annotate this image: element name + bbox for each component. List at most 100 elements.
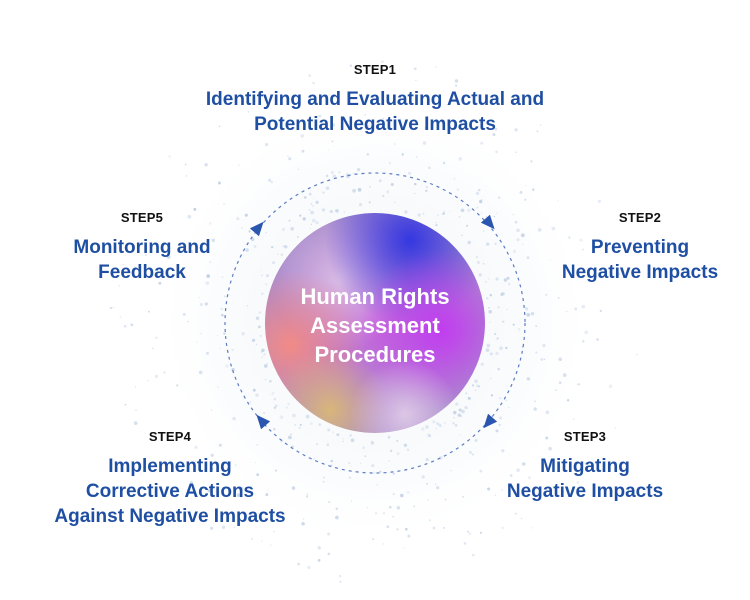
particle-dot — [584, 462, 587, 464]
particle-dot — [261, 274, 263, 277]
particle-dot — [476, 206, 479, 209]
particle-dot — [480, 198, 483, 201]
particle-dot — [129, 274, 131, 276]
particle-dot — [448, 127, 453, 132]
particle-dot — [190, 250, 194, 254]
particle-dot — [236, 493, 241, 497]
particle-dot — [357, 187, 362, 192]
particle-dot — [501, 292, 505, 296]
particle-dot — [207, 488, 212, 493]
particle-dot — [454, 79, 459, 83]
particle-dot — [348, 120, 352, 123]
particle-dot — [204, 163, 208, 167]
particle-dot — [479, 531, 483, 534]
particle-dot — [516, 468, 520, 472]
particle-dot — [205, 281, 210, 285]
particle-dot — [562, 373, 567, 377]
particle-dot — [209, 222, 212, 225]
particle-dot — [297, 168, 300, 171]
particle-dot — [109, 306, 113, 310]
step2-title: Preventing Negative Impacts — [540, 235, 740, 285]
particle-dot — [270, 544, 272, 546]
particle-dot — [206, 274, 211, 278]
particle-dot — [495, 277, 499, 281]
particle-dot — [216, 335, 218, 337]
particle-dot — [301, 149, 305, 153]
particle-dot — [308, 208, 311, 211]
particle-dot — [336, 433, 340, 437]
particle-dot — [217, 181, 221, 185]
particle-dot — [290, 433, 293, 436]
particle-dot — [386, 525, 390, 529]
particle-dot — [366, 506, 368, 509]
particle-dot — [299, 214, 302, 217]
particle-dot — [558, 381, 562, 384]
particle-dot — [209, 261, 212, 263]
particle-dot — [437, 214, 439, 217]
particle-dot — [509, 474, 513, 477]
particle-dot — [467, 240, 471, 245]
particle-dot — [217, 386, 219, 388]
particle-dot — [335, 507, 339, 511]
particle-dot — [253, 245, 257, 248]
particle-dot — [530, 311, 535, 316]
particle-dot — [168, 155, 171, 158]
particle-dot — [261, 356, 263, 359]
particle-dot — [438, 423, 442, 427]
particle-dot — [359, 462, 362, 465]
particle-dot — [368, 201, 371, 204]
particle-dot — [187, 320, 189, 323]
particle-dot — [210, 409, 213, 411]
particle-dot — [254, 461, 257, 464]
particle-dot — [338, 171, 341, 174]
particle-dot — [458, 408, 462, 412]
particle-dot — [525, 184, 527, 187]
particle-dot — [307, 565, 311, 569]
particle-dot — [506, 276, 510, 280]
particle-dot — [463, 542, 467, 545]
particle-dot — [435, 66, 437, 69]
particle-dot — [261, 348, 265, 353]
particle-dot — [514, 128, 518, 132]
particle-dot — [318, 423, 321, 426]
particle-dot — [310, 210, 314, 215]
particle-dot — [443, 422, 446, 425]
particle-dot — [287, 402, 290, 406]
step2-label: STEP2 — [618, 210, 662, 225]
particle-dot — [524, 307, 529, 311]
particle-dot — [356, 167, 361, 172]
particle-dot — [311, 218, 316, 223]
particle-dot — [330, 459, 334, 463]
particle-dot — [322, 480, 325, 483]
step5-title: Monitoring and Feedback — [42, 235, 242, 285]
particle-dot — [424, 189, 428, 193]
particle-dot — [244, 213, 248, 217]
particle-dot — [384, 131, 387, 134]
center-title-line3: Procedures — [314, 341, 436, 367]
particle-dot — [464, 405, 468, 410]
particle-dot — [263, 353, 266, 356]
particle-dot — [342, 438, 344, 440]
step1-block: STEP1 Identifying and Evaluating Actual … — [175, 62, 575, 137]
particle-dot — [435, 427, 438, 430]
particle-dot — [478, 273, 482, 277]
particle-dot — [349, 434, 352, 437]
particle-dot — [249, 401, 252, 403]
particle-dot — [332, 431, 334, 433]
particle-dot — [338, 575, 342, 578]
particle-dot — [388, 161, 392, 165]
particle-dot — [439, 424, 442, 428]
step5-title-line2: Feedback — [98, 262, 186, 283]
particle-dot — [450, 469, 453, 472]
particle-dot — [488, 307, 490, 309]
particle-dot — [329, 209, 333, 214]
particle-dot — [273, 406, 276, 409]
center-title-line1: Human Rights — [300, 283, 450, 309]
particle-dot — [204, 302, 208, 306]
step3-block: STEP3 Mitigating Negative Impacts — [485, 429, 685, 504]
step1-title: Identifying and Evaluating Actual and Po… — [175, 87, 575, 137]
particle-dot — [555, 389, 557, 391]
particle-dot — [389, 505, 392, 509]
step5-label: STEP5 — [120, 210, 164, 225]
